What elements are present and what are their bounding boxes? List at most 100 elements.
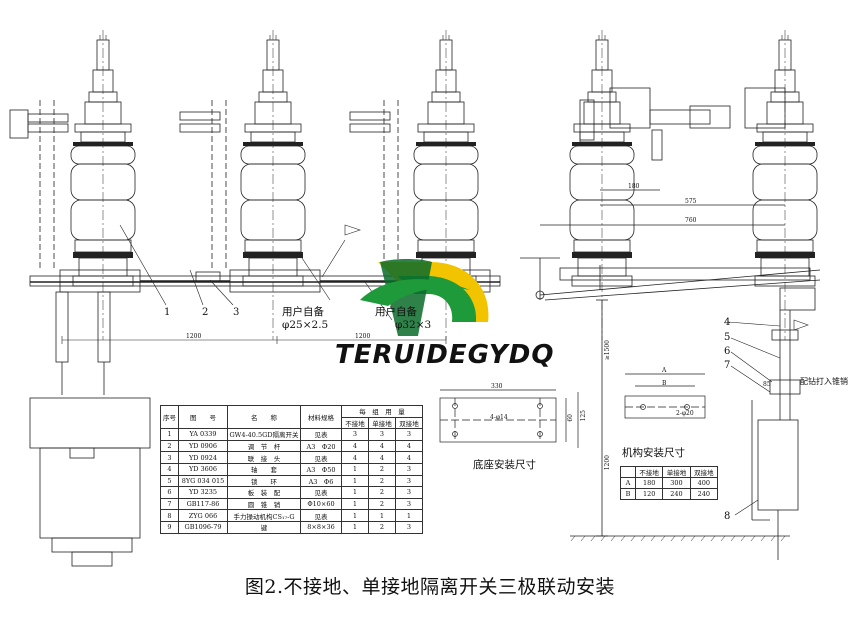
cell-drawing: YD 3606 xyxy=(178,462,228,476)
table-row: 6 YD 3235 板 装 配 见表 1 2 3 xyxy=(160,486,423,499)
cell-key: B xyxy=(620,488,636,500)
dim-mech-holes: 2-φ20 xyxy=(676,410,694,417)
cell-name: 联 接 头 xyxy=(227,451,301,464)
cell-qty: 3 xyxy=(395,497,423,511)
cell-drawing: YD 3235 xyxy=(178,486,228,499)
cell-value: 180 xyxy=(634,477,664,489)
brand-wordmark: TERUIDEGYDQ xyxy=(335,340,555,370)
parts-subheader: 双接地 xyxy=(395,416,423,430)
cell-drawing: YA 0339 xyxy=(178,428,228,441)
part-label-8: 8 xyxy=(724,511,731,522)
cell-qty: 3 xyxy=(395,428,423,441)
cell-value: 400 xyxy=(689,477,719,489)
table-row: 5 8YG 034 015 锁 环 A3 Φ6 1 2 3 xyxy=(160,474,423,488)
cell-material: A3 Φ20 xyxy=(300,439,342,453)
cell-qty: 4 xyxy=(341,451,369,464)
cell-name: 锁 环 xyxy=(227,474,301,488)
parts-header-material: 材料规格 xyxy=(300,404,342,430)
cell-no: 8 xyxy=(160,509,179,522)
part-label-6: 6 xyxy=(724,346,731,357)
dim-mech-a: A xyxy=(662,367,667,374)
cell-qty: 1 xyxy=(341,520,369,534)
cell-qty: 3 xyxy=(395,462,423,476)
cell-material: 8×8×36 xyxy=(300,520,342,534)
cell-qty: 1 xyxy=(341,509,369,522)
user-note-1-title: 用户自备 xyxy=(282,306,324,318)
cell-qty: 1 xyxy=(341,497,369,511)
dim-760: 760 xyxy=(685,217,697,224)
parts-subheader: 单接地 xyxy=(368,416,396,430)
cell-name: GW4-40.5GD隔离开关 xyxy=(227,428,301,441)
note-drill-pin: 配钻打入锥销 xyxy=(800,377,848,386)
mech-header: 不接地 xyxy=(634,466,664,478)
cell-qty: 2 xyxy=(368,474,396,488)
part-label-2: 2 xyxy=(202,307,209,318)
cell-qty: 2 xyxy=(368,497,396,511)
figure-caption: 图2.不接地、单接地隔离开关三极联动安装 xyxy=(244,576,616,598)
cell-no: 2 xyxy=(160,439,179,453)
cell-no: 5 xyxy=(160,474,179,488)
cell-name: 板 装 配 xyxy=(227,486,301,499)
cell-name: 调 节 杆 xyxy=(227,439,301,453)
cell-material: 见表 xyxy=(300,509,342,522)
cell-qty: 2 xyxy=(368,486,396,499)
cell-value: 240 xyxy=(689,488,719,500)
cell-drawing: YD 0924 xyxy=(178,451,228,464)
dim-vertical-1200: 1200 xyxy=(604,455,611,471)
part-label-3: 3 xyxy=(233,307,240,318)
cell-no: 1 xyxy=(160,428,179,441)
mech-header: 双接地 xyxy=(689,466,719,478)
table-row: 8 ZYG 066 手力操动机构CS₁₇-G 见表 1 1 1 xyxy=(160,509,423,522)
mech-table: 不接地 单接地 双接地 A 180 300 400 B 120 240 240 xyxy=(620,466,719,500)
cell-qty: 3 xyxy=(368,428,396,441)
cell-name: 键 xyxy=(227,520,301,534)
cell-drawing: YD 0906 xyxy=(178,439,228,453)
table-row: 3 YD 0924 联 接 头 见表 4 4 4 xyxy=(160,451,423,464)
part-label-5: 5 xyxy=(724,332,731,343)
cell-qty: 1 xyxy=(341,486,369,499)
cell-qty: 3 xyxy=(395,520,423,534)
brand-logo xyxy=(360,259,489,336)
dim-575: 575 xyxy=(685,198,697,205)
table-row: 7 GB117-86 圆 锥 销 Φ10×60 1 2 3 xyxy=(160,497,423,511)
dim-span-right: 1200 xyxy=(355,333,371,340)
cell-no: 7 xyxy=(160,497,179,511)
cell-qty: 1 xyxy=(341,462,369,476)
mech-header xyxy=(620,466,636,478)
parts-header-qty: 每 组 用 量 xyxy=(341,405,423,418)
cell-qty: 1 xyxy=(395,509,423,522)
dim-180: 180 xyxy=(628,183,640,190)
cell-qty: 4 xyxy=(368,439,396,453)
note-base-install: 底座安装尺寸 xyxy=(473,459,536,471)
note-mech-install: 机构安装尺寸 xyxy=(622,447,685,459)
dim-base-330: 330 xyxy=(491,383,503,390)
cell-no: 3 xyxy=(160,451,179,464)
cell-no: 6 xyxy=(160,486,179,499)
cell-key: A xyxy=(620,477,636,489)
dim-span-left: 1200 xyxy=(186,333,202,340)
cell-material: A3 Φ50 xyxy=(300,462,342,476)
cell-material: 见表 xyxy=(300,428,342,441)
table-row: 2 YD 0906 调 节 杆 A3 Φ20 4 4 4 xyxy=(160,439,423,453)
cell-qty: 3 xyxy=(395,474,423,488)
dim-85: 85 xyxy=(763,381,771,388)
cell-material: A3 Φ6 xyxy=(300,474,342,488)
cell-drawing: ZYG 066 xyxy=(178,509,228,522)
dim-base-holes: 4-φ14 xyxy=(490,414,508,421)
parts-header-name: 名 称 xyxy=(227,404,301,430)
dim-base-125: 125 xyxy=(580,410,587,422)
cell-qty: 4 xyxy=(368,451,396,464)
part-label-4: 4 xyxy=(724,317,731,328)
cell-no: 9 xyxy=(160,520,179,534)
table-row: 9 GB1096-79 键 8×8×36 1 2 3 xyxy=(160,520,423,534)
parts-table: 序号 图 号 名 称 材料规格 每 组 用 量 不接地 单接地 双接地 1 YA… xyxy=(160,404,423,534)
table-row: 1 YA 0339 GW4-40.5GD隔离开关 见表 3 3 3 xyxy=(160,428,423,441)
part-label-1: 1 xyxy=(164,307,171,318)
user-note-2-title: 用户自备 xyxy=(375,306,417,318)
user-note-1-spec: φ25×2.5 xyxy=(282,319,329,331)
cell-material: 见表 xyxy=(300,451,342,464)
table-row: A 180 300 400 xyxy=(620,477,719,489)
mech-header: 单接地 xyxy=(662,466,691,478)
cell-qty: 2 xyxy=(368,462,396,476)
